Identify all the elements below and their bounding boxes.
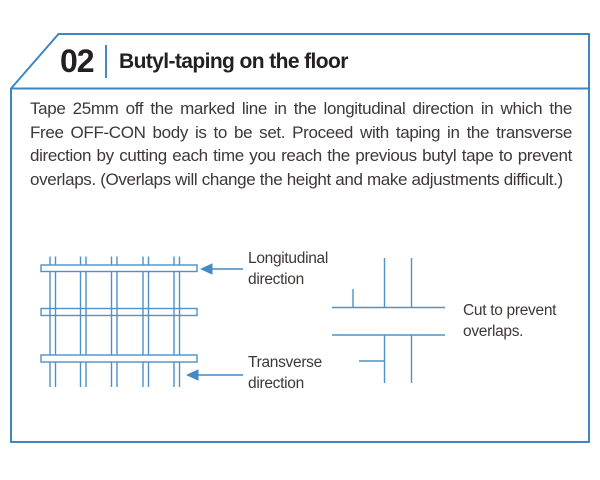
tape-strip-top: [40, 264, 198, 273]
cut-tape-diagram: [332, 258, 445, 383]
instruction-paragraph: Tape 25mm off the marked line in the lon…: [30, 99, 572, 189]
header-divider: [105, 45, 107, 78]
panel-border: [10, 33, 590, 443]
label-longitudinal-direction: Longitudinal direction: [248, 248, 328, 290]
label-line: direction: [248, 271, 304, 288]
label-transverse-direction: Transverse direction: [248, 352, 322, 394]
label-cut-to-prevent-overlaps: Cut to prevent overlaps.: [463, 300, 556, 342]
arrow-left-icon: [200, 263, 243, 275]
section-title: Butyl-taping on the floor: [119, 50, 348, 73]
label-line: overlaps.: [463, 323, 524, 340]
label-line: Cut to prevent: [463, 302, 557, 319]
tape-grid-diagram: [40, 256, 198, 387]
transverse-tape-lines: [49, 256, 181, 387]
label-line: Longitudinal: [248, 250, 329, 267]
section-number: 02: [60, 43, 95, 79]
label-line: Transverse: [248, 354, 322, 371]
tape-strip-middle: [40, 307, 198, 317]
arrow-left-icon: [186, 369, 243, 381]
tape-strip-bottom: [40, 354, 198, 363]
label-line: direction: [248, 375, 304, 392]
